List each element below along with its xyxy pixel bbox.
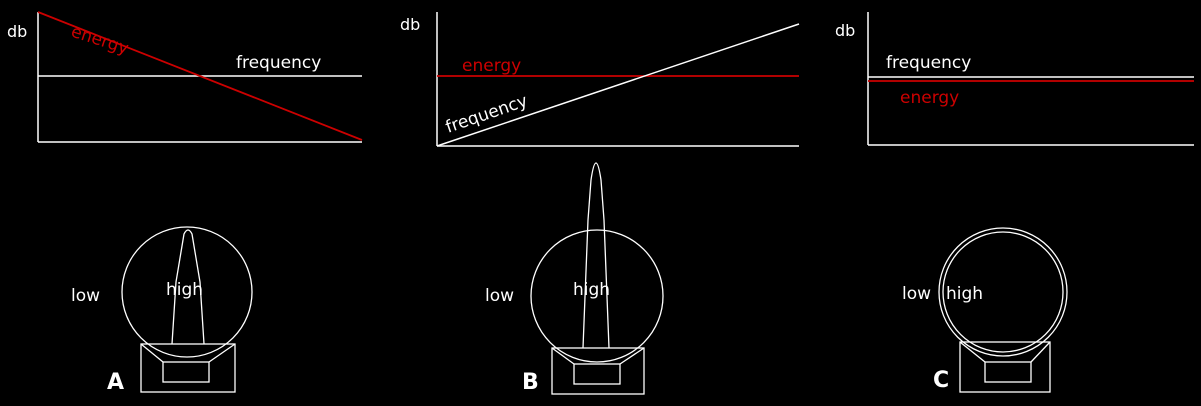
speaker-c-driver — [984, 361, 1032, 383]
speaker-c-high-dispersion — [942, 231, 1064, 353]
speaker-b-low-label: low — [485, 286, 514, 306]
speaker-c-horn-right — [1030, 341, 1051, 363]
speaker-a-horn-right — [208, 343, 236, 363]
speaker-a-high-label: high — [166, 280, 203, 300]
speaker-b-high-dispersion — [582, 162, 610, 349]
speaker-a: low high A — [71, 226, 253, 395]
graph-c-energy-label: energy — [900, 88, 959, 108]
panel-b-letter: B — [522, 370, 539, 395]
speaker-a-high-dispersion — [171, 229, 205, 345]
graph-a-energy-label: energy — [68, 22, 131, 59]
speaker-c-low-label: low — [902, 284, 931, 304]
speaker-c-horn-left — [959, 341, 986, 363]
graph-a: db frequency energy — [7, 11, 363, 143]
speaker-a-cabinet — [140, 343, 236, 393]
panel-b: db energy frequency low high B — [400, 12, 800, 395]
speaker-a-driver — [162, 361, 210, 383]
panel-a: db frequency energy low high A — [7, 11, 363, 395]
speaker-b-horn-right — [619, 347, 645, 365]
graph-a-y-axis-label: db — [7, 22, 27, 41]
graph-b-frequency-line — [436, 23, 800, 147]
speaker-b-cabinet — [551, 347, 645, 395]
graph-b-frequency-label: frequency — [443, 91, 530, 138]
graph-a-energy-line — [37, 11, 363, 141]
speaker-b: low high B — [485, 162, 664, 395]
speaker-c-cabinet — [959, 341, 1051, 393]
graph-a-frequency-label: frequency — [236, 53, 321, 73]
speaker-b-high-label: high — [573, 280, 610, 300]
graph-c: db frequency energy — [835, 12, 1194, 146]
speaker-c-low-dispersion — [938, 227, 1068, 357]
speaker-b-horn-left — [551, 347, 575, 365]
speaker-c: low high C — [902, 227, 1068, 393]
graph-b: db energy frequency — [400, 12, 800, 147]
panel-a-letter: A — [107, 370, 124, 395]
speaker-a-horn-left — [140, 343, 164, 363]
graph-b-y-axis-label: db — [400, 15, 420, 34]
panel-c-letter: C — [933, 368, 949, 393]
speaker-b-driver — [573, 363, 621, 385]
speaker-b-low-dispersion — [530, 229, 664, 363]
graph-c-y-axis-label: db — [835, 21, 855, 40]
panel-c: db frequency energy low high C — [835, 12, 1194, 393]
speaker-c-high-label: high — [946, 284, 983, 304]
speaker-a-low-label: low — [71, 286, 100, 306]
graph-c-frequency-label: frequency — [886, 53, 971, 73]
speaker-a-low-dispersion — [121, 226, 253, 358]
graph-b-energy-label: energy — [462, 56, 521, 76]
